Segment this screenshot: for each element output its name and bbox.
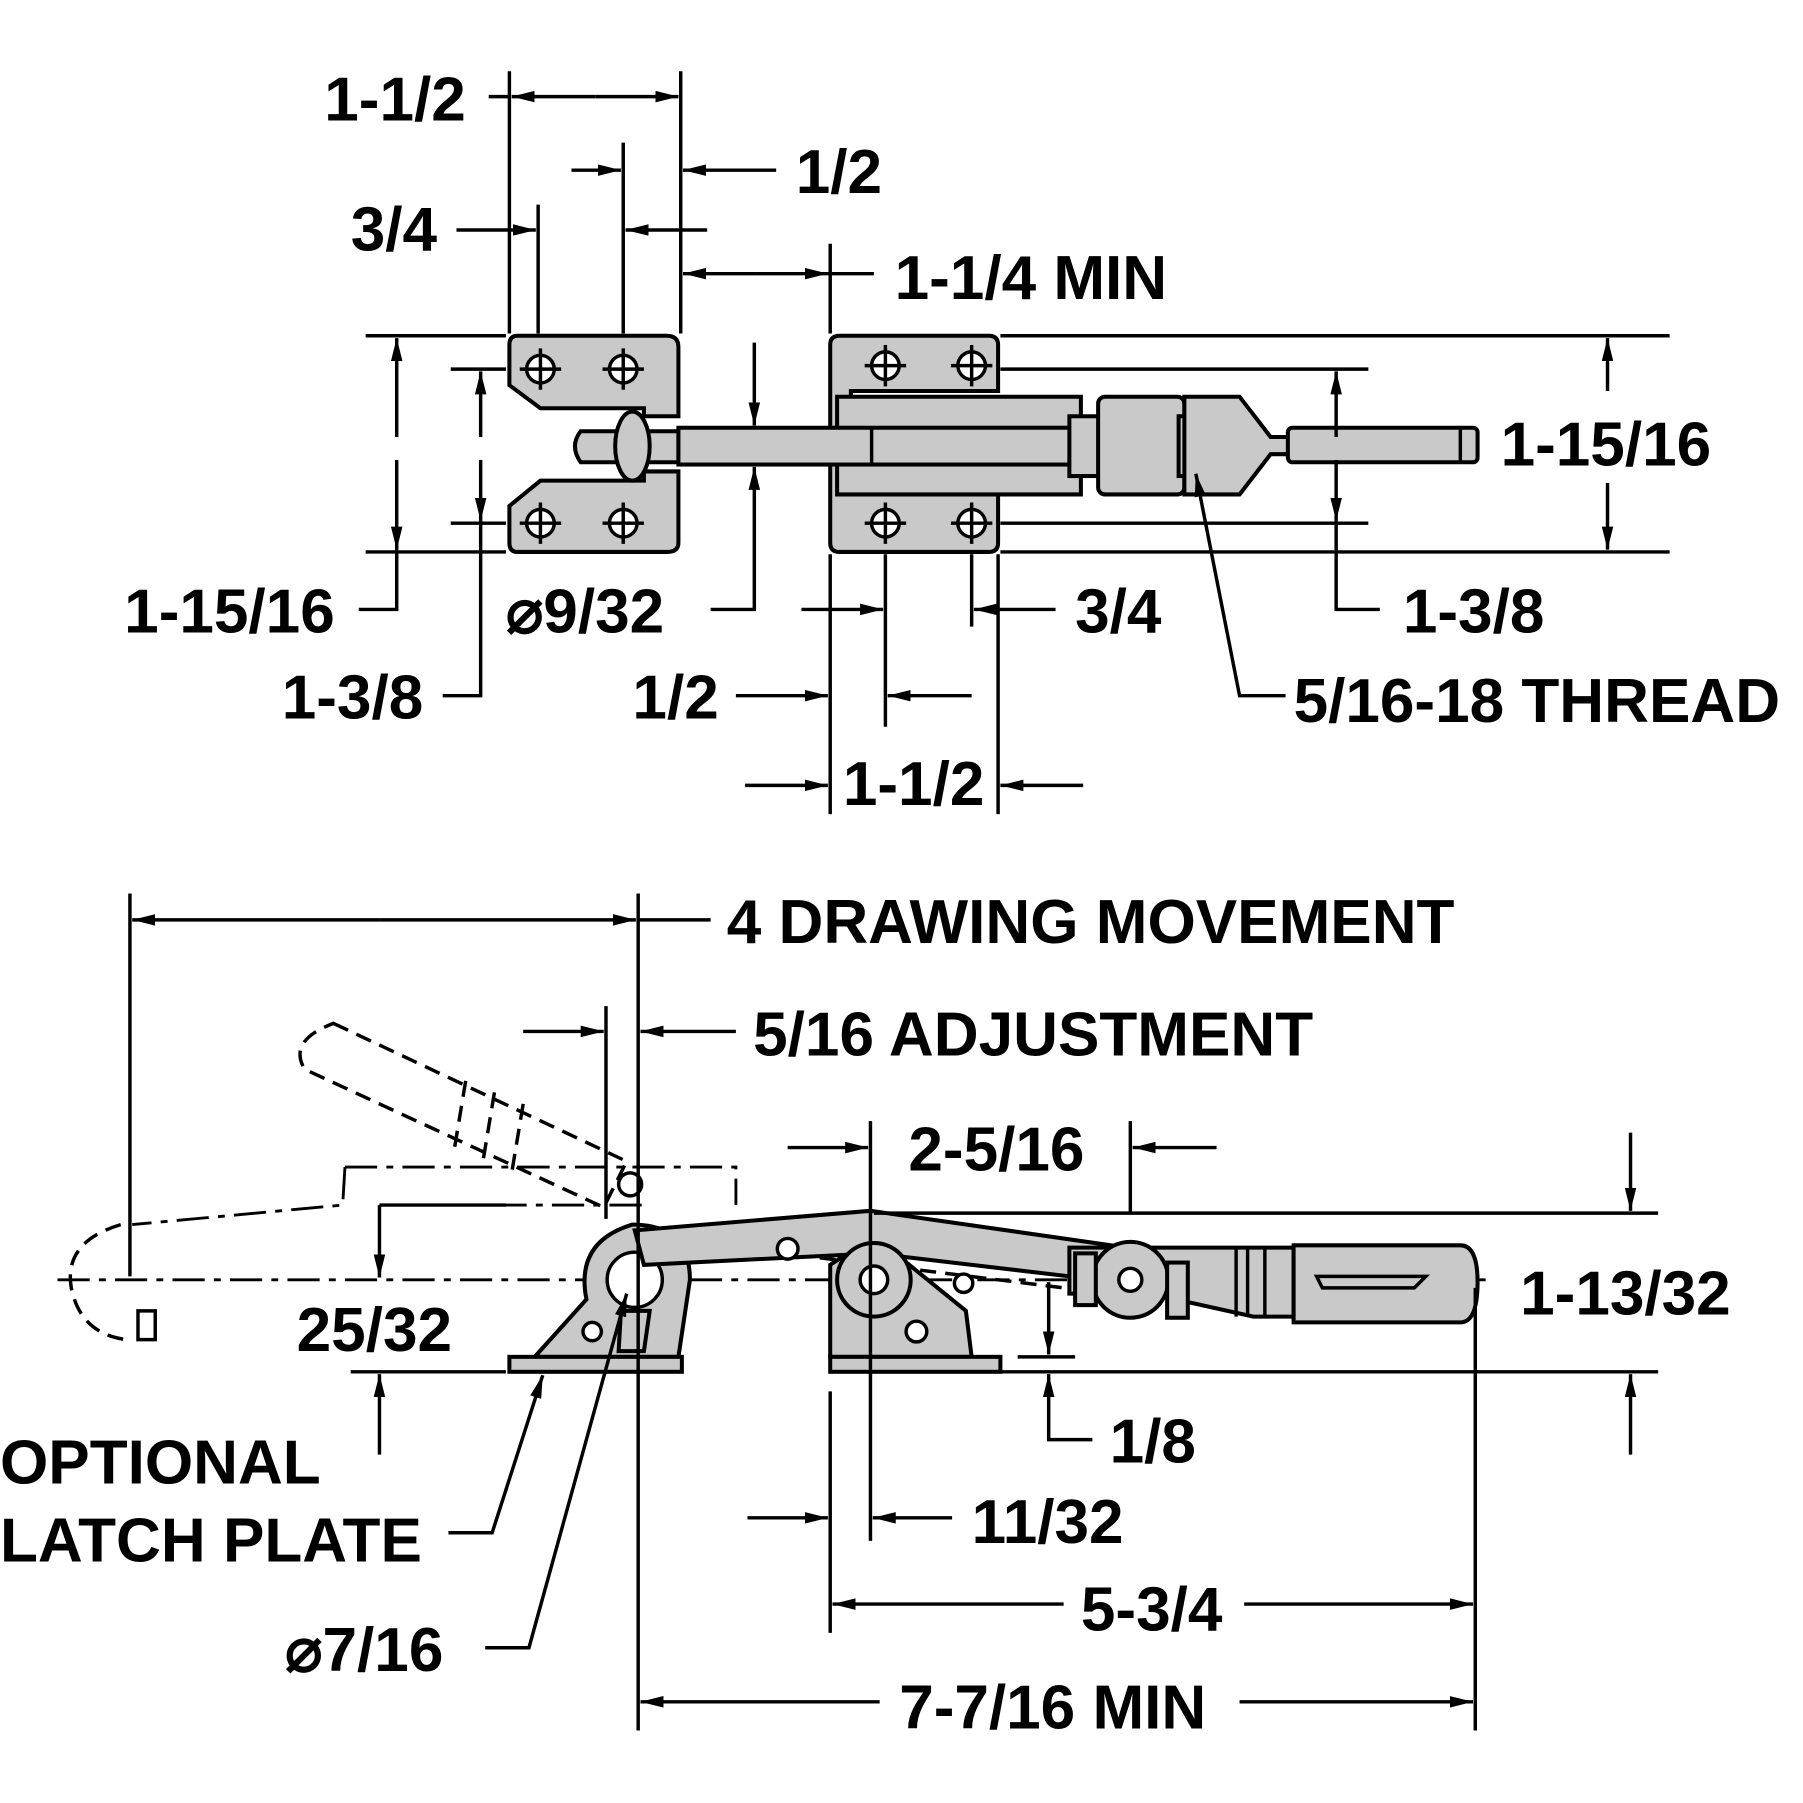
dim-hole-diameter: ⌀9/32: [506, 577, 664, 646]
dim-3-4-top: 3/4: [351, 196, 438, 265]
dim-1-2-bottom: 1/2: [632, 664, 718, 733]
latch-plate-label-line1: OPTIONAL: [0, 1428, 321, 1497]
dim-3-4-bottom: 3/4: [1075, 577, 1162, 646]
dim-overall-min: 7-7/16 MIN: [899, 1673, 1206, 1742]
dim-pivot-offset: 11/32: [972, 1488, 1124, 1557]
clamp-body-side: [632, 1208, 1480, 1374]
dim-gap-min: 1-1/4 MIN: [895, 244, 1168, 313]
extension-lines-top: [365, 71, 1670, 815]
dim-base-length: 5-3/4: [1081, 1576, 1223, 1645]
dim-height-right: 1-15/16: [1501, 411, 1712, 480]
dim-height: 1-13/32: [1520, 1259, 1731, 1328]
side-view: 4 DRAWING MOVEMENT 5/16 ADJUSTMENT 2-5/1…: [0, 888, 1731, 1742]
dimension-arrows-side: [132, 914, 1637, 1708]
clamp-body-top: [676, 333, 1480, 554]
dim-height-left: 1-15/16: [124, 577, 335, 646]
dimension-labels-top: 1-1/2 1/2 3/4 1-1/4 MIN 1-15/16 1-15/16 …: [124, 66, 1780, 819]
dim-1-2-top: 1/2: [796, 138, 882, 207]
dimension-labels-side: 4 DRAWING MOVEMENT 5/16 ADJUSTMENT 2-5/1…: [0, 888, 1731, 1742]
extension-lines-side: [128, 893, 1659, 1731]
drawing-movement-label: 4 DRAWING MOVEMENT: [727, 888, 1455, 957]
thread-callout: 5/16-18 THREAD: [1294, 667, 1780, 736]
mounting-holes: [519, 344, 993, 544]
dim-latch-height: 25/32: [297, 1296, 452, 1365]
dim-1-1-2-bottom: 1-1/2: [843, 750, 985, 819]
latch-plate-label-line2: LATCH PLATE: [0, 1507, 422, 1576]
dim-hole-spacing-left: 1-3/8: [282, 664, 424, 733]
top-view: 1-1/2 1/2 3/4 1-1/4 MIN 1-15/16 1-15/16 …: [124, 66, 1780, 819]
adjustment-label: 5/16 ADJUSTMENT: [753, 1001, 1313, 1070]
dim-pivot-spacing: 2-5/16: [908, 1116, 1084, 1185]
dimension-arrows-top: [358, 90, 1614, 792]
dim-1-1-2-top: 1-1/2: [324, 66, 466, 135]
dim-base-thickness: 1/8: [1110, 1408, 1196, 1477]
dim-pin-diameter: ⌀7/16: [285, 1616, 443, 1685]
dim-hole-spacing-right: 1-3/8: [1403, 577, 1545, 646]
